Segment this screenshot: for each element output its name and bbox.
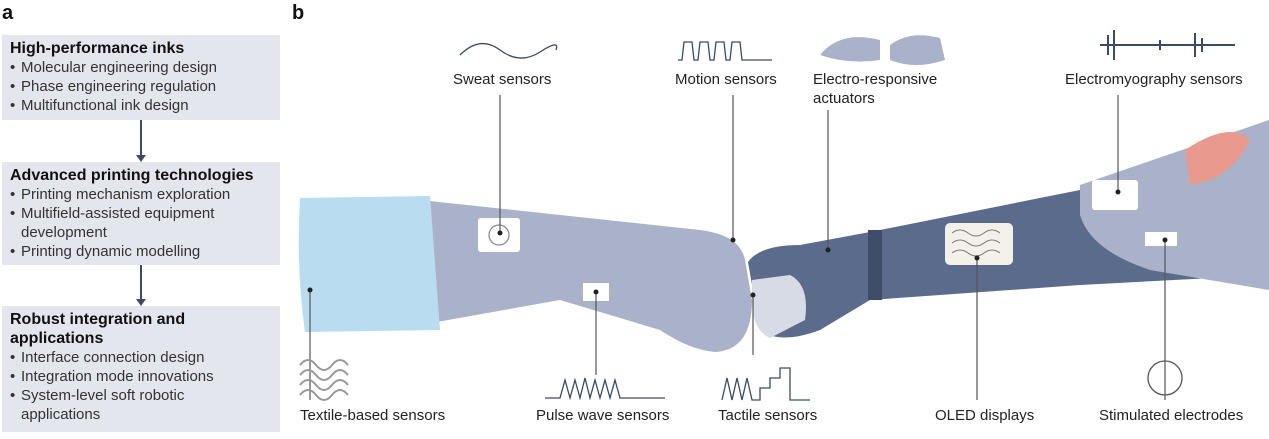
label-electromyography-sensors: Electromyography sensors <box>1065 71 1243 88</box>
box-item: System-level soft robotic applications <box>10 386 221 424</box>
box-advanced-printing: Advanced printing technologies Printing … <box>2 162 280 265</box>
robot-cuff <box>868 230 882 300</box>
label-tactile-sensors: Tactile sensors <box>718 407 818 424</box>
oled-patch <box>945 223 1013 265</box>
sleeve <box>298 196 440 332</box>
label-sweat-sensors: Sweat sensors <box>453 71 552 88</box>
box-item: Printing dynamic modelling <box>10 242 272 261</box>
label-motion-sensors: Motion sensors <box>675 71 777 88</box>
label-electro-responsive-actuators: Electro-responsive actuators <box>813 71 938 107</box>
emg-patch <box>1092 180 1138 210</box>
box-item: Multifunctional ink design <box>10 96 272 115</box>
textile-icon <box>299 359 349 401</box>
flow-arrow <box>136 120 146 162</box>
motion-signal-icon <box>678 41 772 61</box>
label-stimulated-electrodes: Stimulated electrodes <box>1099 407 1244 424</box>
box-item: Phase engineering regulation <box>10 77 272 96</box>
pulse-signal-icon <box>545 377 665 401</box>
box-item: Multifield-assisted equipment developmen… <box>10 204 241 242</box>
box-high-performance-inks: High-performance inks Molecular engineer… <box>2 35 280 120</box>
box-title: Advanced printing technologies <box>10 167 254 184</box>
emg-signal-icon <box>1100 30 1235 60</box>
panel-b-letter: b <box>292 2 305 24</box>
box-title: Robust integration and applications <box>10 311 186 347</box>
label-oled-displays: OLED displays <box>935 407 1035 424</box>
box-item: Integration mode innovations <box>10 367 272 386</box>
flow-arrow <box>136 265 146 306</box>
box-item: Interface connection design <box>10 348 272 367</box>
human-arm <box>420 200 752 352</box>
label-pulse-wave-sensors: Pulse wave sensors <box>536 407 670 424</box>
sweat-signal-icon <box>459 43 558 59</box>
electrode-ring-icon <box>1147 360 1183 396</box>
actuator-hands-icon <box>820 35 945 65</box>
box-title: High-performance inks <box>10 40 185 57</box>
electrode-patch <box>1145 232 1177 246</box>
box-item: Molecular engineering design <box>10 58 272 77</box>
box-robust-integration: Robust integration and applications Inte… <box>2 306 280 432</box>
robot-fist <box>752 275 806 338</box>
panel-a-letter: a <box>2 2 14 24</box>
tactile-signal-icon <box>721 367 810 401</box>
muscle <box>1185 132 1250 185</box>
label-textile-based-sensors: Textile-based sensors <box>300 407 446 424</box>
box-item: Printing mechanism exploration <box>10 185 272 204</box>
